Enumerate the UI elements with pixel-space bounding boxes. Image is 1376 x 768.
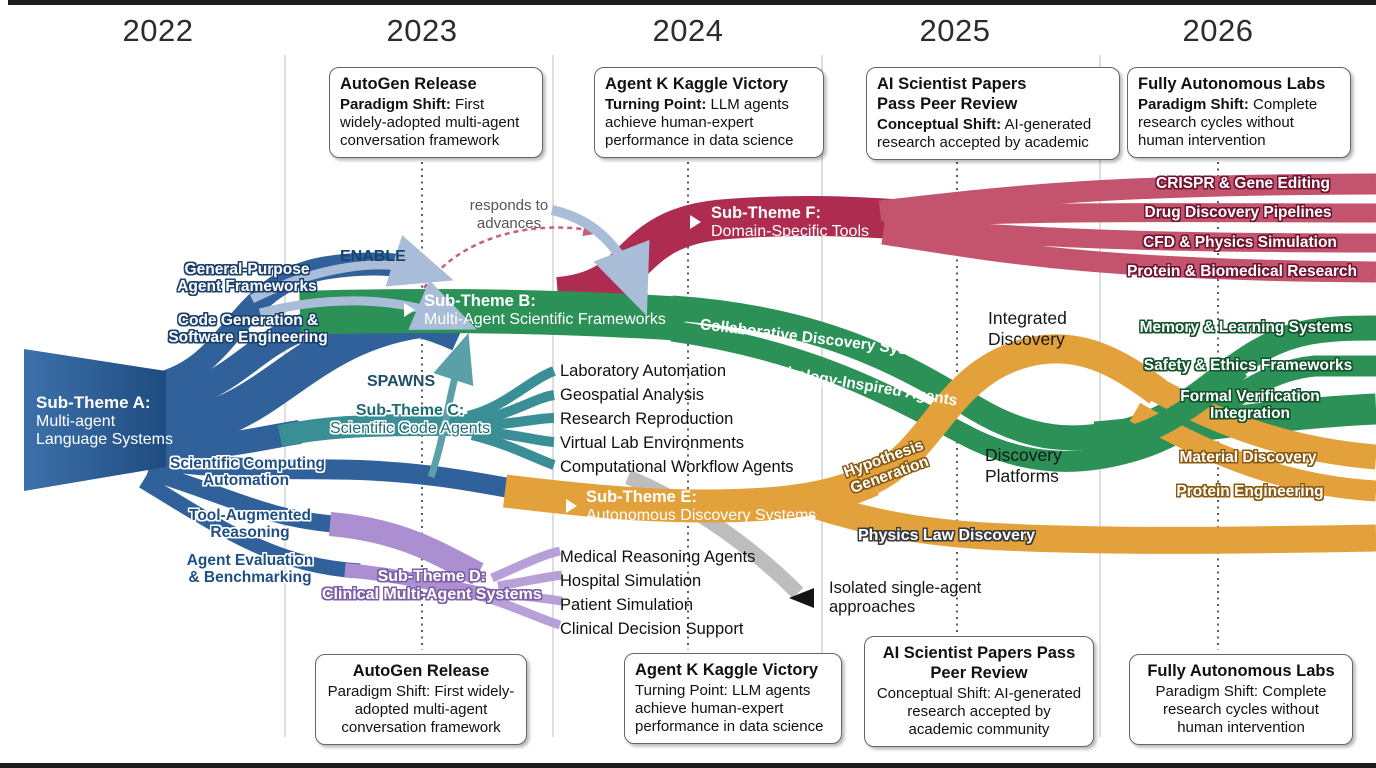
triangle-marker-icon <box>404 303 415 317</box>
output-memory-learning: Memory & Learning Systems <box>1139 319 1353 336</box>
output-medical-reasoning: Medical Reasoning Agents <box>560 548 756 566</box>
milestone-bottom-aiscientist: AI Scientist Papers Pass Peer Review Con… <box>864 636 1094 747</box>
theme-a-label: Sub-Theme A: Multi-agent Language System… <box>36 393 173 448</box>
bottom-frame-bar <box>0 763 1376 768</box>
milestone-desc: Paradigm Shift: Complete research cycles… <box>1138 95 1318 149</box>
year-2023: 2023 <box>386 13 458 48</box>
milestone-title: Agent K Kaggle Victory <box>605 75 789 93</box>
output-research-repro: Research Reproduction <box>560 410 734 428</box>
year-2025: 2025 <box>919 13 991 48</box>
theme-e-label: Sub-Theme E:Autonomous Discovery Systems <box>586 488 817 524</box>
output-comp-workflow: Computational Workflow Agents <box>560 458 794 476</box>
output-hospital-sim: Hospital Simulation <box>560 572 702 590</box>
output-material-discovery: Material Discovery <box>1179 449 1317 466</box>
theme-e-streams <box>503 334 1376 554</box>
milestone-title: AI Scientist Papers Pass Peer Review <box>877 75 1027 113</box>
output-protein-biomedical: Protein & Biomedical Research <box>1127 263 1357 280</box>
theme-d-streams <box>328 512 563 630</box>
spawns-arrow <box>427 333 474 479</box>
milestone-top-autogen: AutoGen Release Paradigm Shift: First wi… <box>329 67 543 158</box>
year-2024: 2024 <box>652 13 724 48</box>
milestone-desc: Paradigm Shift: First widely-adopted mul… <box>340 95 520 149</box>
output-drug-discovery: Drug Discovery Pipelines <box>1144 204 1332 221</box>
output-cfd-physics: CFD & Physics Simulation <box>1143 234 1337 251</box>
enable-label: ENABLE <box>340 248 406 265</box>
physics-law-label: Physics Law Discovery <box>858 527 1035 544</box>
theme-d-label: Sub-Theme D:Clinical Multi-Agent Systems <box>322 568 542 603</box>
milestone-title: AutoGen Release <box>340 75 477 93</box>
stream-agenteval-label: Agent Evaluation& Benchmarking <box>186 552 314 587</box>
output-protein-engineering: Protein Engineering <box>1176 483 1324 500</box>
triangle-marker-icon <box>566 499 577 513</box>
milestone-title: AI Scientist Papers Pass Peer Review <box>882 644 1076 682</box>
milestone-desc: Conceptual Shift: AI-generated research … <box>877 115 1092 151</box>
left-arrow-marker <box>789 588 814 608</box>
theme-c-streams <box>277 366 556 470</box>
stream-codegen-label: Code Generation &Software Engineering <box>168 312 328 347</box>
theme-c-label: Sub-Theme C:Scientific Code Agents <box>330 402 491 437</box>
milestone-bottom-autogen: AutoGen Release Paradigm Shift: First wi… <box>315 654 527 745</box>
milestone-top-aiscientist: AI Scientist Papers Pass Peer Review Con… <box>866 67 1120 160</box>
output-virtual-lab: Virtual Lab Environments <box>560 434 745 452</box>
output-safety-ethics: Safety & Ethics Frameworks <box>1143 357 1353 374</box>
milestone-top-agentk: Agent K Kaggle Victory Turning Point: LL… <box>594 67 824 158</box>
top-frame-bar <box>8 0 1376 5</box>
milestone-desc: Conceptual Shift: AI-generated research … <box>876 684 1082 738</box>
theme-b-label: Sub-Theme B:Multi-Agent Scientific Frame… <box>424 292 666 328</box>
output-lab-automation: Laboratory Automation <box>560 362 727 380</box>
braid-over-stroke <box>1084 359 1248 453</box>
milestone-bottom-autolabs: Fully Autonomous Labs Paradigm Shift: Co… <box>1129 654 1353 745</box>
triangle-marker-icon <box>690 215 701 229</box>
milestone-top-autolabs: Fully Autonomous Labs Paradigm Shift: Co… <box>1127 67 1351 158</box>
output-patient-sim: Patient Simulation <box>560 596 693 614</box>
milestone-desc: Turning Point: LLM agents achieve human-… <box>605 95 794 149</box>
isolated-ribbon <box>625 470 804 599</box>
milestone-desc: Paradigm Shift: First widely-adopted mul… <box>327 682 515 736</box>
milestone-desc: Paradigm Shift: Complete research cycles… <box>1155 682 1327 736</box>
milestone-desc: Turning Point: LLM agents achieve human-… <box>635 681 824 735</box>
output-crispr: CRISPR & Gene Editing <box>1156 175 1330 192</box>
year-2026: 2026 <box>1182 13 1254 48</box>
milestone-title: Fully Autonomous Labs <box>1147 662 1335 680</box>
output-clinical-decision: Clinical Decision Support <box>560 620 744 638</box>
milestone-title: AutoGen Release <box>352 662 490 680</box>
milestone-bottom-agentk: Agent K Kaggle Victory Turning Point: LL… <box>624 653 842 744</box>
spawns-label: SPAWNS <box>367 373 436 390</box>
milestone-title: Agent K Kaggle Victory <box>635 661 819 679</box>
theme-a-node <box>24 349 166 491</box>
theme-f-label: Sub-Theme F:Domain-Specific Tools <box>711 204 869 240</box>
milestone-title: Fully Autonomous Labs <box>1138 75 1326 93</box>
enable-arrows <box>249 205 650 330</box>
output-geospatial: Geospatial Analysis <box>560 386 704 404</box>
year-2022: 2022 <box>122 13 194 48</box>
